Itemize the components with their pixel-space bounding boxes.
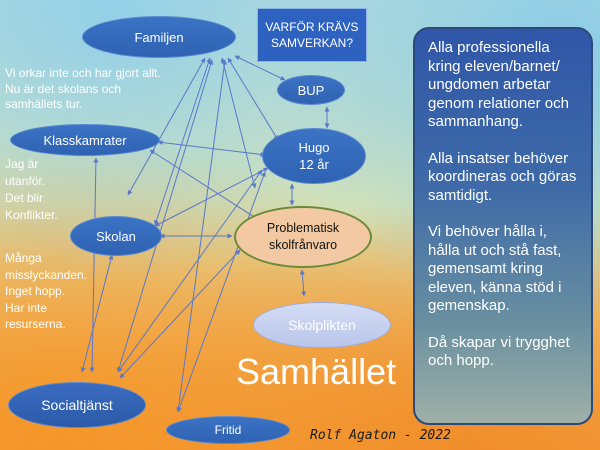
panel-line: samtidigt. <box>428 186 493 204</box>
node-familjen-label: Familjen <box>134 29 184 45</box>
node-hugo-age: 12 år <box>299 157 329 172</box>
arrow-fritid-hugo <box>177 171 266 413</box>
note-skolan-line: Har inte <box>5 300 48 315</box>
note-klasskamrater-line: utanför. <box>5 174 46 188</box>
node-skolan: Skolan <box>70 216 162 256</box>
node-klasskamrater: Klasskamrater <box>10 124 160 156</box>
note-skolan: Många misslyckanden. Inget hopp. Har int… <box>5 250 87 333</box>
arrow-familjen-hugo <box>227 57 279 141</box>
panel-line: gemenskap. <box>428 297 510 314</box>
note-familjen: Vi orkar inte och har gjort allt. Nu är … <box>5 66 161 113</box>
node-problematisk-skolfranvaro: Problematisk skolfrånvaro <box>234 206 372 268</box>
note-skolan-line: resurserna. <box>5 317 66 331</box>
panel-paragraph-3: Vi behöver hålla i, hålla ut och stå fas… <box>428 223 581 316</box>
panel-line: gemensamt kring <box>428 260 544 277</box>
note-skolan-line: misslyckanden. <box>5 267 88 282</box>
note-klasskamrater-line: Det blir <box>5 191 44 205</box>
title-box: VARFÖR KRÄVS SAMVERKAN? <box>257 8 367 62</box>
arrow-socialtjanst-problem <box>119 249 241 379</box>
node-skolplikten-label: Skolplikten <box>288 316 356 333</box>
node-hugo-name: Hugo <box>298 140 330 155</box>
arrow-klasskamrater-socialtjanst <box>89 157 99 373</box>
node-problem-line-1: Problematisk <box>266 221 340 235</box>
panel-line: Alla professionella <box>428 39 550 56</box>
panel-line: ungdomen arbetar <box>428 76 551 93</box>
panel-line: Vi behöver hålla i, <box>428 223 547 240</box>
node-fritid: Fritid <box>166 416 290 444</box>
arrow-familjen-problem <box>220 57 257 189</box>
samhallet-label: Samhället <box>236 351 397 392</box>
node-bup: BUP <box>277 75 345 105</box>
panel-line: genom relationer och <box>428 94 569 112</box>
node-hugo: Hugo 12 år <box>262 128 366 184</box>
arrow-familjen-skolan <box>154 57 211 226</box>
panel-line: och hopp. <box>428 352 494 369</box>
node-problem-line-2: skolfrånvaro <box>268 238 338 252</box>
panel-line: kring eleven/barnet/ <box>428 57 560 75</box>
note-skolan-line: Inget hopp. <box>5 284 66 298</box>
arrow-problem-skolplikten <box>299 269 307 297</box>
panel-line: Alla insatser behöver <box>428 149 569 167</box>
note-familjen-line: samhällets tur. <box>5 97 83 111</box>
node-fritid-label: Fritid <box>214 422 242 437</box>
note-skolan-line: Många <box>5 251 42 265</box>
panel-line: hålla ut och stå fast, <box>428 241 562 259</box>
info-panel: Alla professionella kring eleven/barnet/… <box>413 27 593 425</box>
node-skolan-label: Skolan <box>96 228 136 244</box>
panel-line: koordineras och göras <box>428 168 577 185</box>
arrow-socialtjanst-hugo <box>117 169 263 373</box>
node-socialtjanst-label: Socialtjänst <box>41 396 113 413</box>
note-klasskamrater-line: Konflikter. <box>5 208 58 222</box>
panel-paragraph-4: Då skapar vi trygghet och hopp. <box>428 334 581 371</box>
node-bup-label: BUP <box>297 82 325 98</box>
note-klasskamrater: Jag är utanför. Det blir Konflikter. <box>5 156 58 224</box>
note-familjen-line: Nu är det skolans och <box>5 81 122 96</box>
panel-paragraph-2: Alla insatser behöver koordineras och gö… <box>428 150 581 206</box>
panel-line: eleven, känna stöd i <box>428 278 562 296</box>
node-skolplikten: Skolplikten <box>253 302 391 348</box>
panel-line: sammanhang. <box>428 113 524 130</box>
arrow-skolan-socialtjanst <box>80 254 114 373</box>
note-klasskamrater-line: Jag är <box>5 157 39 171</box>
title-line-1: VARFÖR KRÄVS <box>265 20 359 34</box>
panel-line: Då skapar vi trygghet <box>428 333 570 351</box>
node-familjen: Familjen <box>82 16 236 58</box>
node-klasskamrater-label: Klasskamrater <box>43 132 127 148</box>
arrow-klasskamrater-hugo <box>157 140 266 157</box>
author-credit: Rolf Agaton - 2022 <box>310 428 451 443</box>
node-socialtjanst: Socialtjänst <box>8 382 146 428</box>
panel-paragraph-1: Alla professionella kring eleven/barnet/… <box>428 39 581 132</box>
title-line-2: SAMVERKAN? <box>270 36 354 50</box>
note-familjen-line: Vi orkar inte och har gjort allt. <box>5 66 161 80</box>
